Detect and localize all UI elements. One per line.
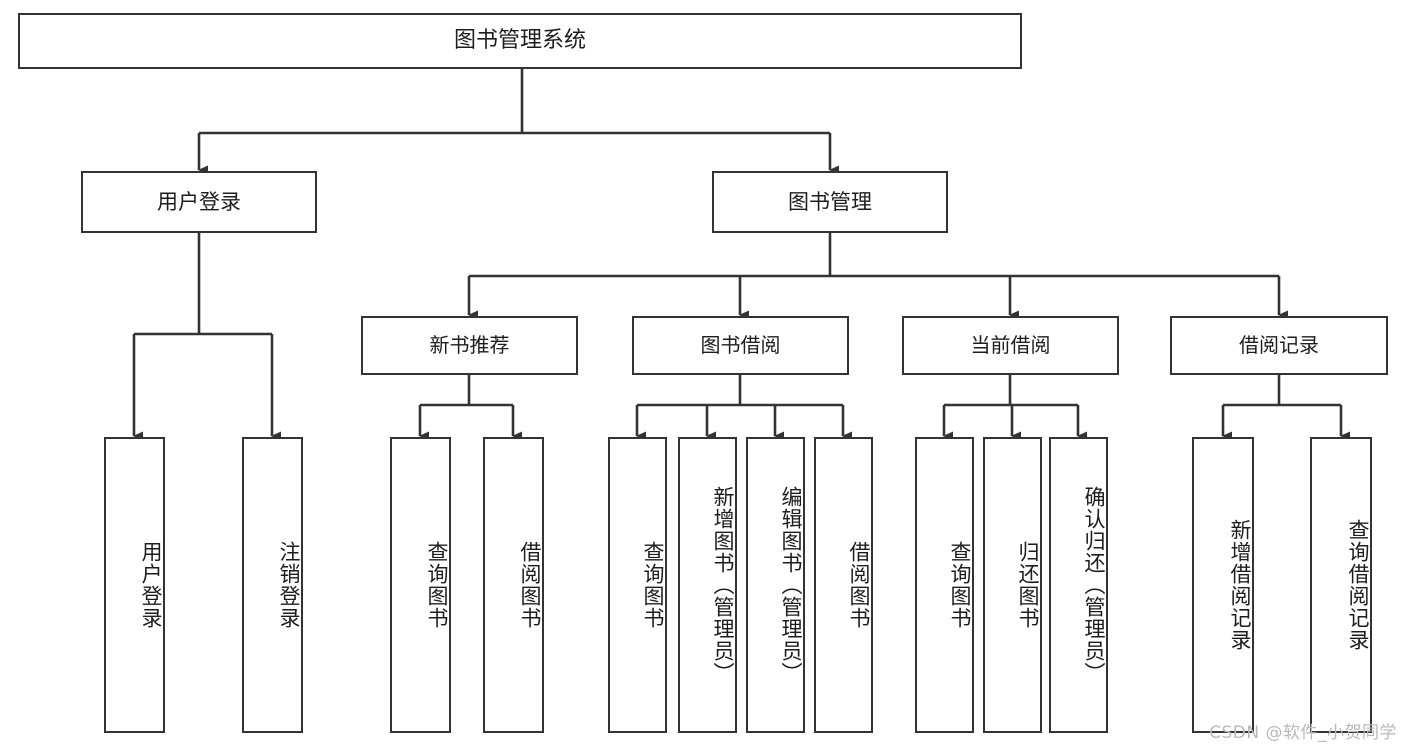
- node-label: 用户登录: [139, 541, 163, 629]
- node-label: 借阅记录: [1239, 332, 1319, 357]
- node-leaf_cb_return[interactable]: 归还图书: [983, 437, 1042, 733]
- node-root[interactable]: 图书管理系统: [18, 13, 1022, 69]
- node-user_login[interactable]: 用户登录: [81, 171, 317, 233]
- node-leaf_bb_add[interactable]: 新增图书（管理员）: [678, 437, 737, 733]
- node-leaf_user_login[interactable]: 用户登录: [104, 437, 165, 733]
- node-label: 查询图书: [641, 541, 665, 629]
- node-leaf_bb_query[interactable]: 查询图书: [608, 437, 667, 733]
- node-label: 新增借阅记录: [1228, 519, 1252, 651]
- node-leaf_rec_query[interactable]: 查询图书: [390, 437, 451, 733]
- node-leaf_br_add[interactable]: 新增借阅记录: [1192, 437, 1254, 733]
- node-label: 新增图书（管理员）: [711, 486, 735, 684]
- node-leaf_bb_edit[interactable]: 编辑图书（管理员）: [746, 437, 805, 733]
- connector-lines: [132, 69, 1350, 441]
- node-new_book_rec[interactable]: 新书推荐: [361, 316, 578, 375]
- node-label: 编辑图书（管理员）: [779, 486, 803, 684]
- watermark-text: CSDN @软件_小贺同学: [1209, 723, 1397, 743]
- node-label: 当前借阅: [970, 332, 1051, 357]
- node-leaf_cb_query[interactable]: 查询图书: [915, 437, 974, 733]
- node-label: 确认归还（管理员）: [1082, 486, 1106, 684]
- node-book_manage[interactable]: 图书管理: [712, 171, 948, 233]
- node-leaf_br_query[interactable]: 查询借阅记录: [1310, 437, 1372, 733]
- node-label: 图书管理系统: [453, 28, 586, 54]
- node-leaf_cb_confirm[interactable]: 确认归还（管理员）: [1049, 437, 1108, 733]
- node-label: 注销登录: [277, 541, 301, 629]
- node-leaf_bb_borrow[interactable]: 借阅图书: [814, 437, 873, 733]
- node-leaf_rec_borrow[interactable]: 借阅图书: [483, 437, 544, 733]
- node-label: 图书管理: [788, 189, 872, 214]
- node-label: 归还图书: [1016, 541, 1040, 629]
- node-label: 图书借阅: [700, 332, 781, 357]
- node-label: 查询借阅记录: [1346, 519, 1370, 651]
- node-current_borrow[interactable]: 当前借阅: [902, 316, 1119, 375]
- node-label: 查询图书: [948, 541, 972, 629]
- node-label: 用户登录: [157, 189, 241, 214]
- node-label: 查询图书: [425, 541, 449, 629]
- node-label: 借阅图书: [518, 541, 542, 629]
- node-book_borrow[interactable]: 图书借阅: [632, 316, 849, 375]
- node-label: 新书推荐: [429, 332, 510, 357]
- node-borrow_record[interactable]: 借阅记录: [1170, 316, 1388, 375]
- node-leaf_user_logout[interactable]: 注销登录: [242, 437, 303, 733]
- node-label: 借阅图书: [847, 541, 871, 629]
